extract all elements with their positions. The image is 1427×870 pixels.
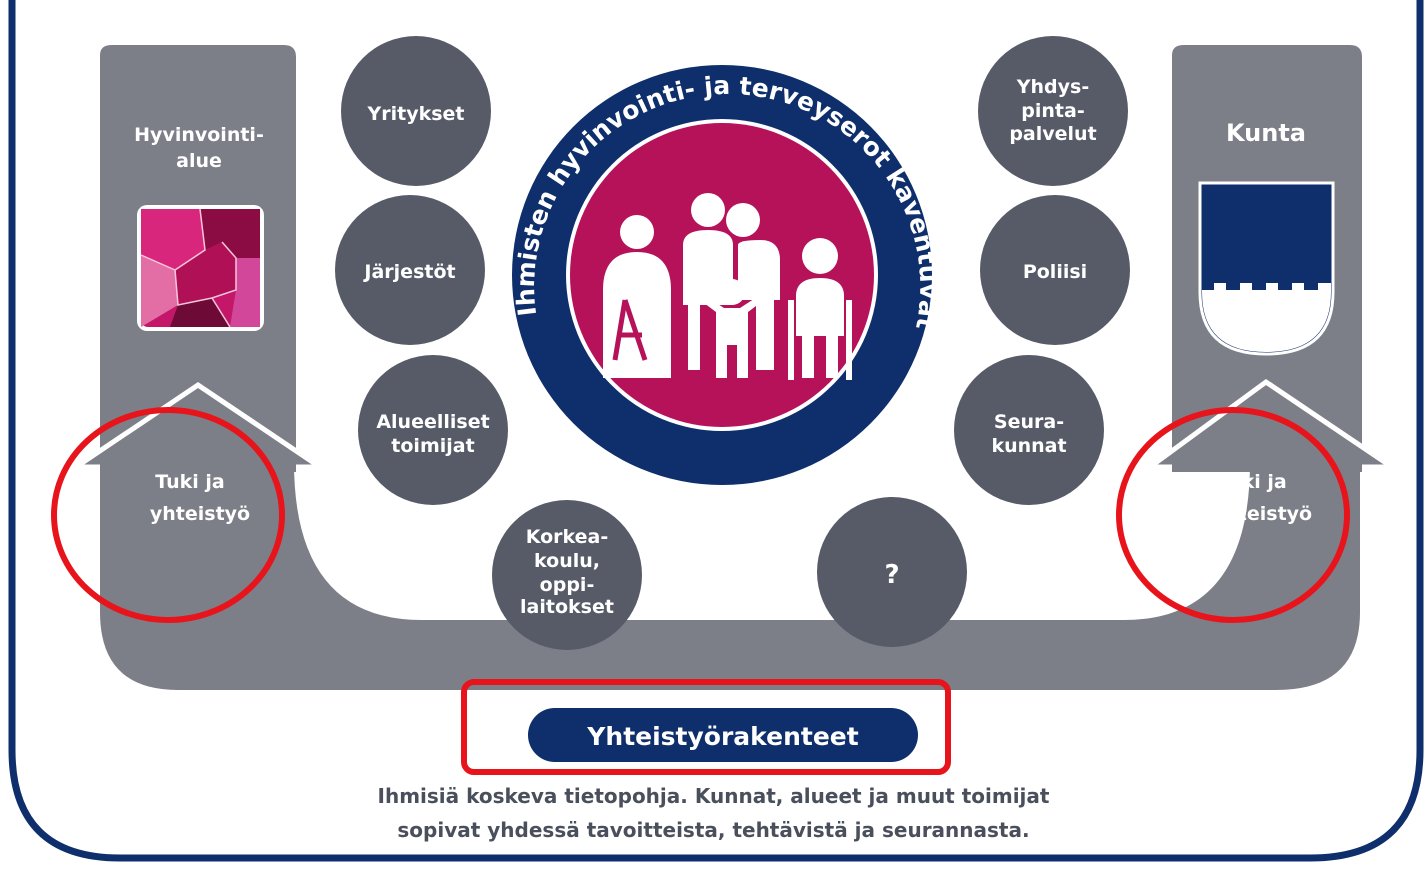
actor-label-line2: pinta- xyxy=(1021,100,1084,122)
actor-label-line3: palvelut xyxy=(1009,123,1096,145)
actor-seurakunnat: Seura- kunnat xyxy=(954,355,1104,505)
actor-alueelliset-toimijat: Alueelliset toimijat xyxy=(358,355,508,505)
footer-line1: Ihmisiä koskeva tietopohja. Kunnat, alue… xyxy=(377,784,1050,808)
left-title-line2: alue xyxy=(176,150,222,172)
footer-line2: sopivat yhdessä tavoitteista, tehtävistä… xyxy=(397,818,1030,842)
actor-unknown: ? xyxy=(817,497,967,647)
outer-frame xyxy=(8,0,1424,862)
center-emblem: Ihmisten hyvinvointi- ja terveyserot kav… xyxy=(507,60,943,490)
highlight-left-arrow xyxy=(51,407,285,623)
left-arrow-label-line1: Tuki ja xyxy=(155,471,225,493)
actor-poliisi: Poliisi xyxy=(980,195,1130,345)
actor-label-line1: Yhdys- xyxy=(1016,76,1089,98)
actor-label: ? xyxy=(884,560,899,590)
actor-jarjestot: Järjestöt xyxy=(335,195,485,345)
family-icon xyxy=(603,193,852,380)
shield-icon xyxy=(1198,181,1335,356)
structure-pill xyxy=(528,708,918,762)
actor-yhdyspintapalvelut: Yhdys- pinta- palvelut xyxy=(978,36,1128,186)
structure-label: Yhteistyörakenteet xyxy=(586,722,858,751)
actor-label-line1: Alueelliset xyxy=(376,411,489,433)
highlight-structure xyxy=(461,679,951,775)
actor-label-line2: toimijat xyxy=(391,435,474,457)
actor-yritykset: Yritykset xyxy=(341,36,491,186)
region-map-icon xyxy=(137,205,264,331)
right-arrow-label-line1: Tuki ja xyxy=(1217,471,1287,493)
highlight-right-arrow xyxy=(1116,407,1350,623)
actor-label-line2: kunnat xyxy=(991,435,1066,457)
u-shaped-arrow xyxy=(100,462,1360,690)
actor-korkeakoulu: Korkea- koulu, oppi- laitokset xyxy=(492,500,642,650)
right-arrow-label-line2: yhteistyö xyxy=(1212,503,1312,525)
actor-label: Yritykset xyxy=(366,103,464,125)
actor-label: Järjestöt xyxy=(362,261,455,283)
actor-label-line3: oppi- xyxy=(540,574,595,596)
left-arrow-label-line2: yhteistyö xyxy=(150,503,250,525)
actor-label-line4: laitokset xyxy=(520,596,614,618)
left-title-line1: Hyvinvointi- xyxy=(134,124,264,146)
actor-label-line1: Seura- xyxy=(994,411,1064,433)
right-title: Kunta xyxy=(1226,119,1306,147)
actor-label-line1: Korkea- xyxy=(526,526,609,548)
actor-label: Poliisi xyxy=(1023,261,1087,283)
actor-label-line2: koulu, xyxy=(534,550,600,572)
